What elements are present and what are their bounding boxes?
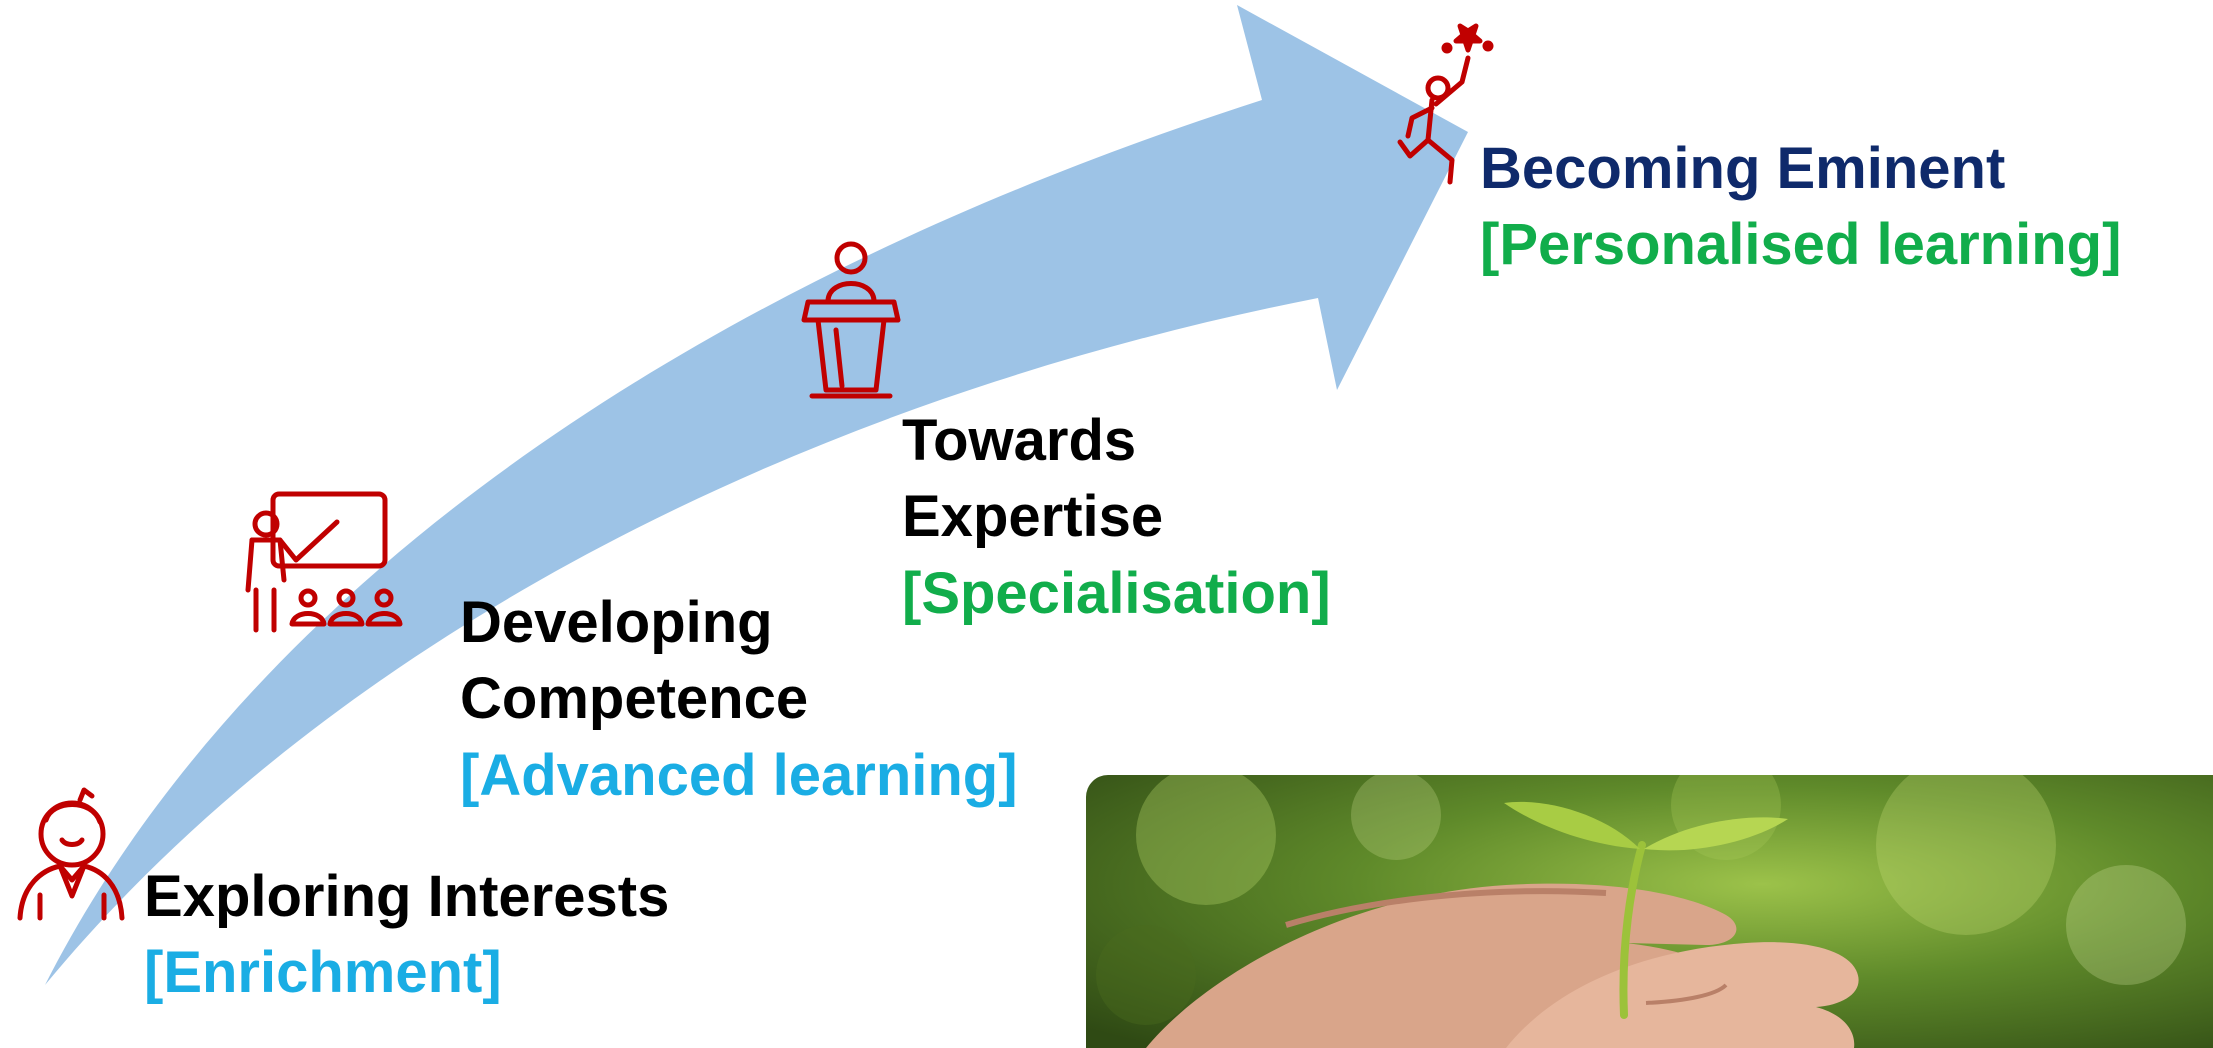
stage-4-subtitle: [Personalised learning] xyxy=(1480,212,2122,277)
seedling-photo xyxy=(1086,775,2213,1048)
stage-1-subtitle: [Enrichment] xyxy=(144,940,502,1005)
stage-4-title: Becoming Eminent xyxy=(1480,136,2006,201)
podium-speaker-icon xyxy=(801,241,901,399)
stage-3-subtitle: [Specialisation] xyxy=(902,561,1331,626)
stage-2-title-line-1: Developing xyxy=(460,590,773,655)
stage-3-title-line-2: Expertise xyxy=(902,484,1164,549)
student-icon xyxy=(17,787,125,921)
teacher-whiteboard-icon xyxy=(245,491,403,633)
star-achiever-icon xyxy=(1397,23,1494,185)
stage-1-title: Exploring Interests xyxy=(144,864,670,929)
stage-3-title-line-1: Towards xyxy=(902,408,1137,473)
growth-arrow xyxy=(45,5,1468,985)
stage-2-title-line-2: Competence xyxy=(460,666,809,731)
stage-2-subtitle: [Advanced learning] xyxy=(460,743,1018,808)
